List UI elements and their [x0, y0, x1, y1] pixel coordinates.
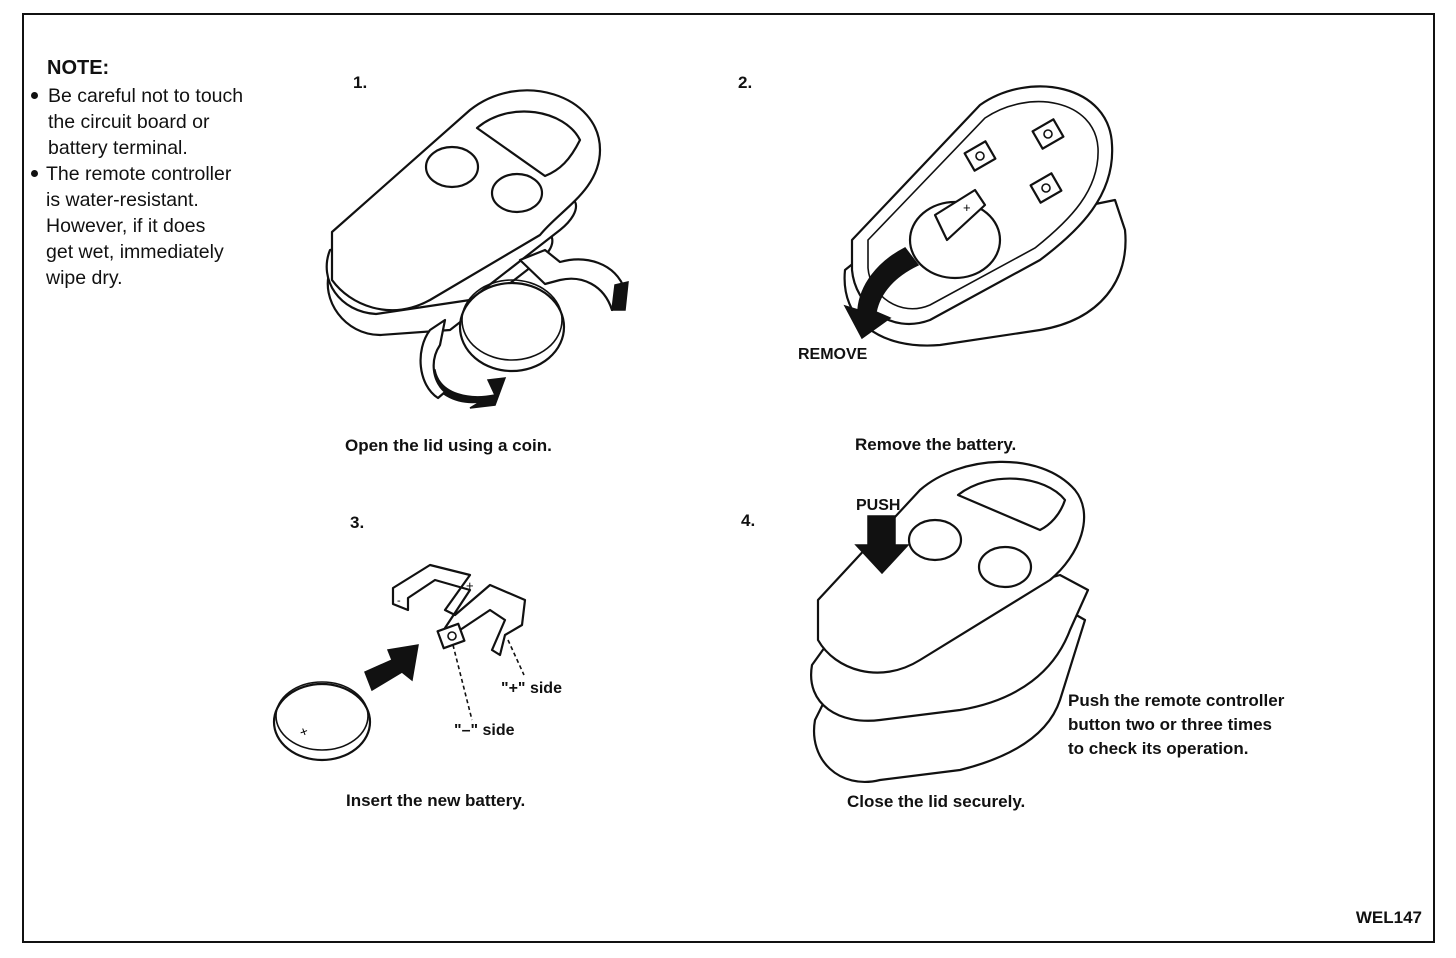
plus-side-label: "+" side — [501, 680, 562, 697]
side-text-line: button two or three times — [1068, 715, 1272, 734]
note-line: get wet, immediately — [46, 241, 224, 263]
remove-label: REMOVE — [798, 346, 868, 363]
svg-text:-: - — [397, 595, 401, 607]
remote-close-lid-illustration — [810, 460, 1090, 783]
side-text-line: Push the remote controller — [1068, 691, 1285, 710]
step-2-number: 2. — [738, 73, 753, 92]
figure-frame — [22, 13, 1435, 943]
step-4-caption: Close the lid securely. — [847, 792, 1026, 811]
insert-battery-illustration: + - + — [272, 563, 527, 762]
note-line: The remote controller — [46, 163, 232, 185]
step-1-number: 1. — [353, 73, 368, 92]
bullet-dot-icon — [31, 170, 38, 177]
step-3-caption: Insert the new battery. — [346, 791, 526, 810]
remote-remove-battery-illustration: + — [843, 85, 1127, 347]
note-item-1: Be careful not to touch the circuit boar… — [31, 83, 244, 161]
step-2-caption: Remove the battery. — [855, 435, 1017, 454]
note-item-2: The remote controller is water-resistant… — [31, 161, 232, 291]
remote-open-lid-illustration — [325, 89, 629, 409]
step-3-number: 3. — [350, 513, 365, 532]
note-line: battery terminal. — [48, 137, 188, 159]
svg-text:+: + — [466, 578, 474, 593]
note-line: is water-resistant. — [46, 189, 199, 211]
note-title: NOTE: — [47, 57, 110, 79]
step-4-side-text: Push the remote controller button two or… — [1068, 689, 1284, 761]
minus-side-label: "–" side — [454, 722, 515, 739]
note-line: However, if it does — [46, 215, 206, 237]
note-line: Be careful not to touch — [48, 85, 244, 107]
note-line: wipe dry. — [46, 267, 123, 289]
side-text-line: to check its operation. — [1068, 739, 1249, 758]
bullet-dot-icon — [31, 92, 38, 99]
note-line: the circuit board or — [48, 111, 210, 133]
figure-code: WEL147 — [1355, 908, 1422, 927]
svg-text:+: + — [963, 200, 971, 215]
push-label: PUSH — [856, 497, 901, 514]
step-4-number: 4. — [741, 511, 756, 530]
step-1-caption: Open the lid using a coin. — [345, 436, 552, 455]
